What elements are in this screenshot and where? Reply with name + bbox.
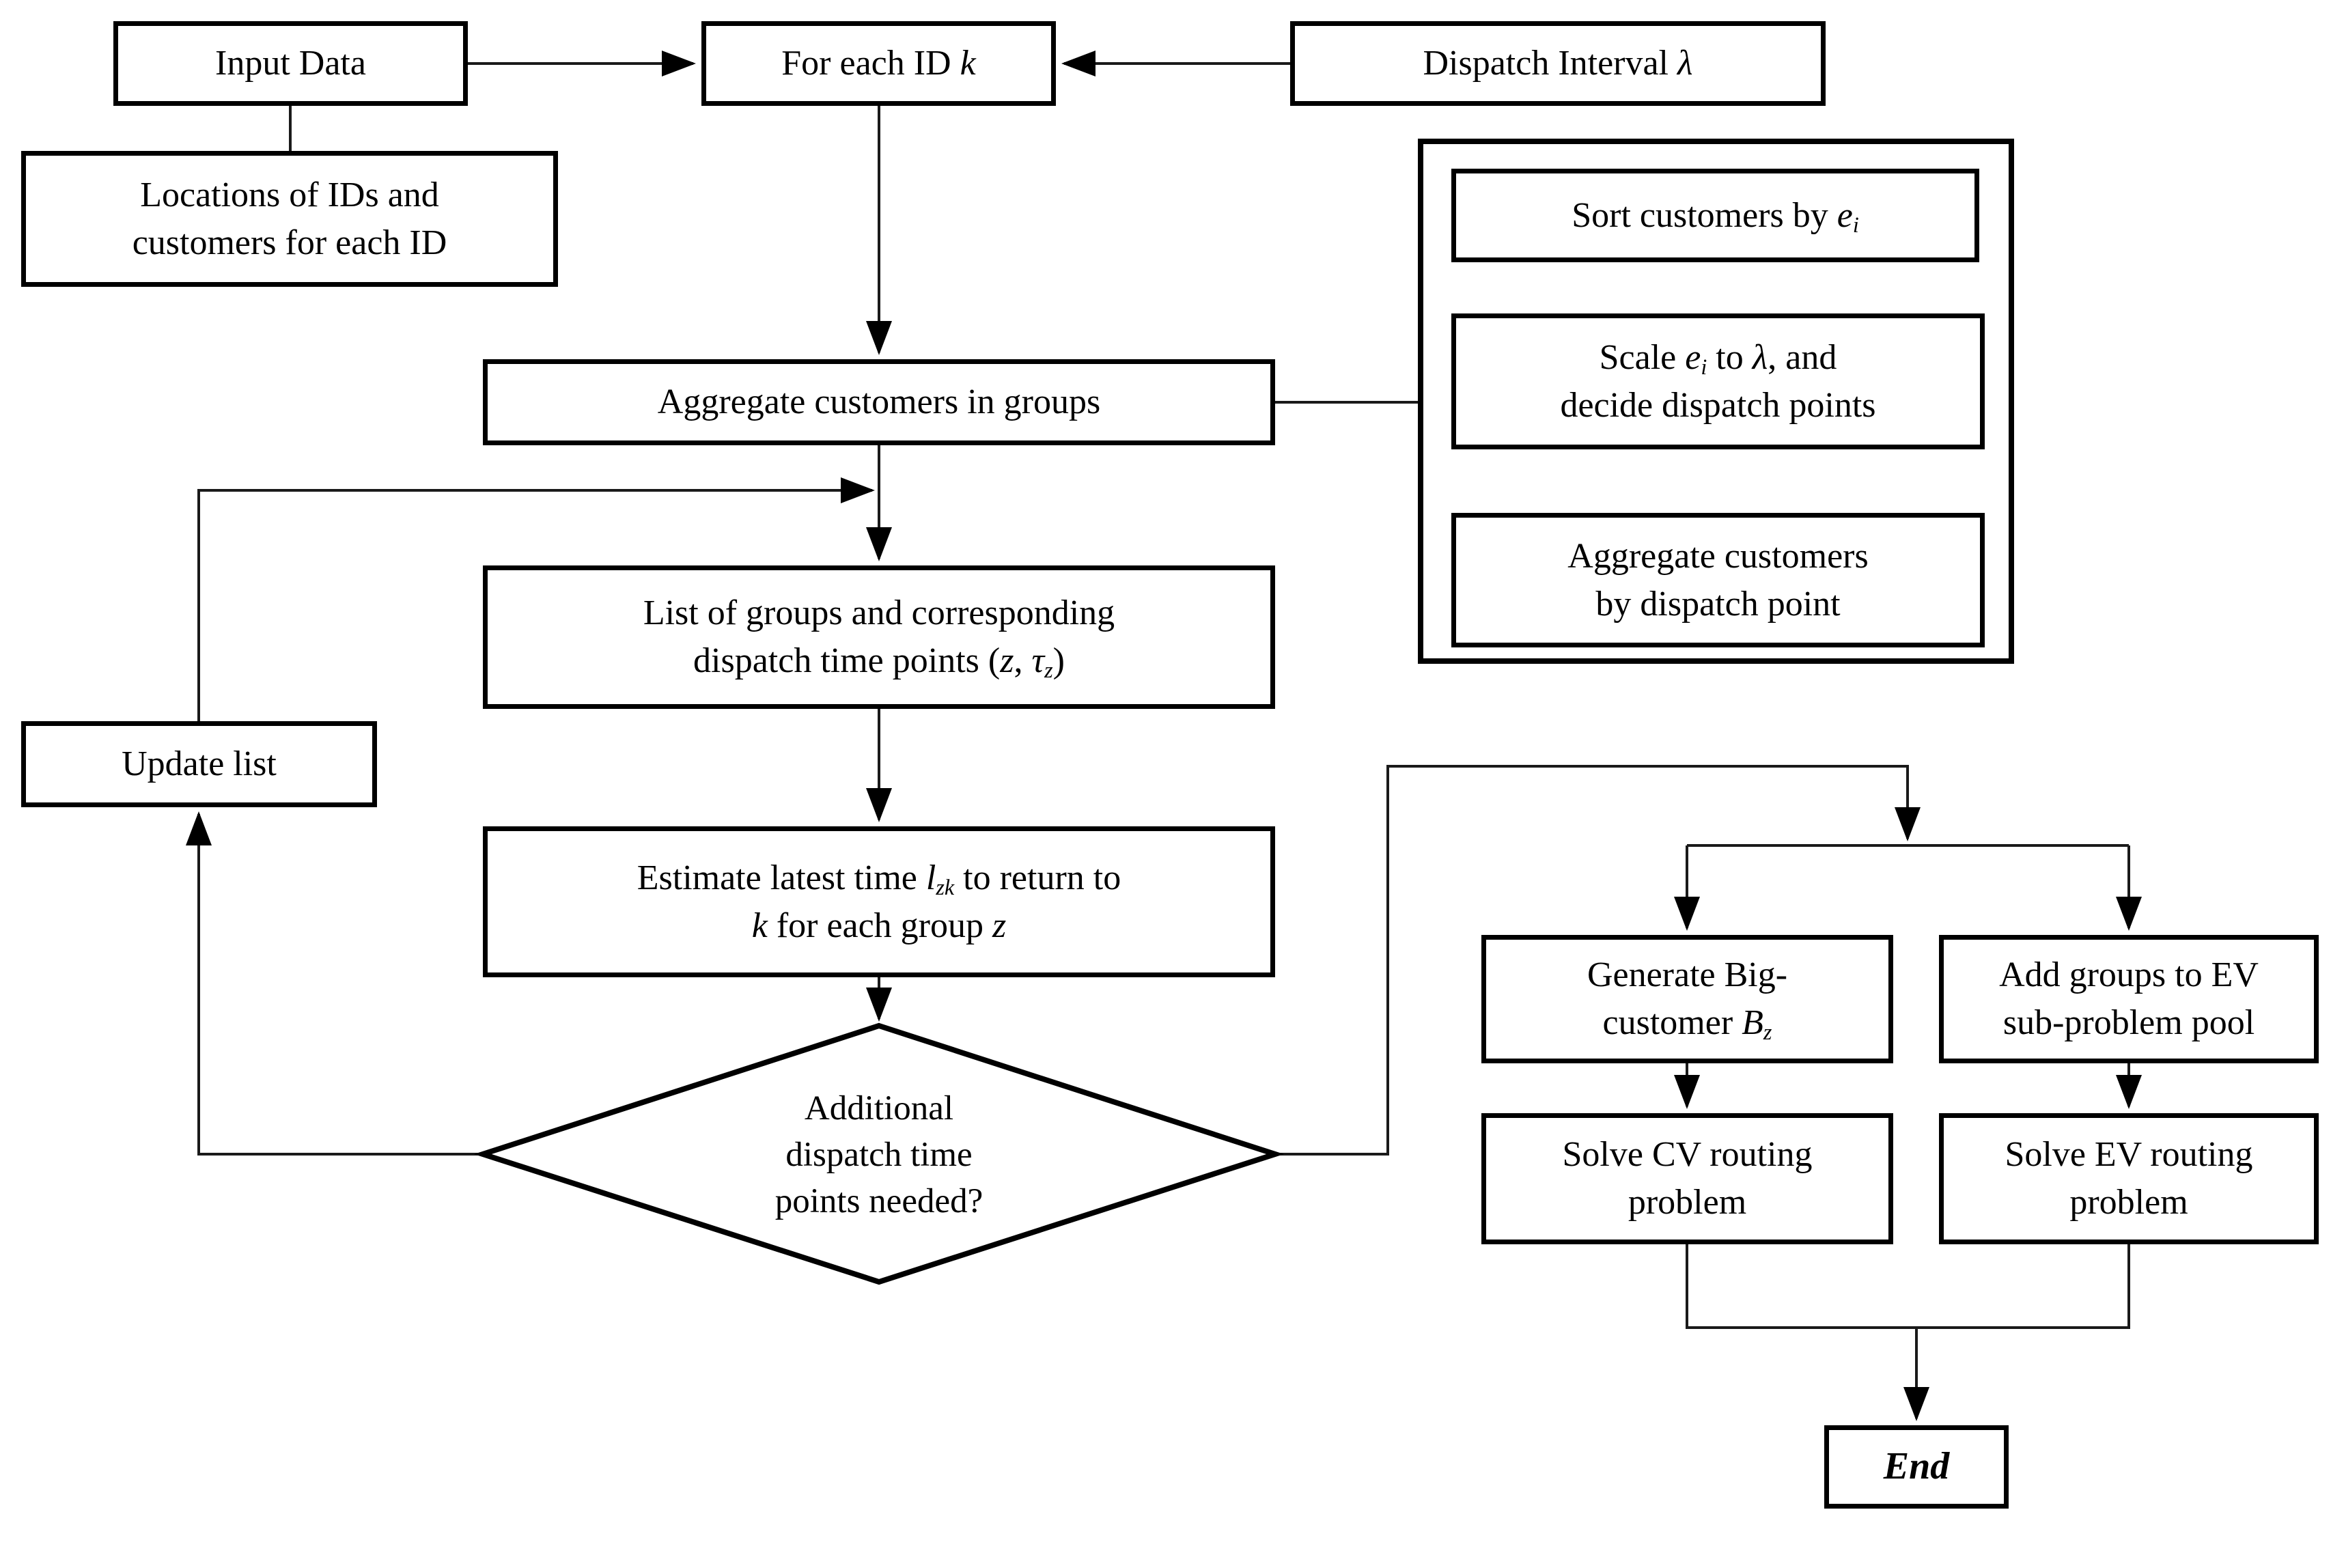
arrow-decision-to-updatelist xyxy=(186,811,483,1156)
node-dispatch-interval-text: Dispatch Interval xyxy=(1423,44,1677,83)
node-estimate-line2: k for each group z xyxy=(752,902,1007,950)
decision-line1: Additional xyxy=(804,1089,954,1128)
node-sort-customers: Sort customers by ei xyxy=(1451,169,1979,262)
arrow-updatelist-to-junction xyxy=(197,477,875,721)
node-sort-customers-sub: i xyxy=(1852,212,1859,237)
node-sort-customers-text: Sort customers by xyxy=(1572,195,1837,235)
node-generate-big-v1: B xyxy=(1742,1003,1763,1042)
node-scale-ei-p1: Scale xyxy=(1599,337,1686,377)
node-dispatch-interval-label: Dispatch Interval λ xyxy=(1423,40,1692,87)
node-add-groups-ev: Add groups to EV sub-problem pool xyxy=(1939,935,2319,1063)
node-locations: Locations of IDs and customers for each … xyxy=(21,151,558,287)
node-aggregate-by-dispatch-line2: by dispatch point xyxy=(1595,584,1841,624)
node-locations-line2: customers for each ID xyxy=(132,223,447,262)
node-generate-big-line1: Generate Big- xyxy=(1587,955,1788,995)
node-generate-big-customer: Generate Big- customer Bz xyxy=(1481,935,1893,1063)
node-sort-customers-label: Sort customers by ei xyxy=(1572,192,1859,240)
node-locations-line1: Locations of IDs and xyxy=(140,175,439,214)
node-generate-big-line2: customer Bz xyxy=(1603,999,1772,1047)
node-scale-ei-p2: to xyxy=(1707,337,1753,377)
node-sort-customers-var: e xyxy=(1837,195,1853,235)
decision-line3: points needed? xyxy=(774,1182,983,1221)
node-aggregate-groups-label: Aggregate customers in groups xyxy=(657,382,1101,422)
node-aggregate-by-dispatch: Aggregate customers by dispatch point xyxy=(1451,513,1985,647)
node-for-each-id-label: For each ID k xyxy=(781,40,975,87)
node-scale-ei: Scale ei to λ, and decide dispatch point… xyxy=(1451,313,1985,449)
node-end: End xyxy=(1824,1425,2009,1509)
node-solve-cv-line1: Solve CV routing xyxy=(1562,1135,1813,1175)
subroutine-panel: Sort customers by ei Scale ei to λ, and … xyxy=(1418,139,2014,664)
node-list-groups-p1: dispatch time points ( xyxy=(693,641,1001,680)
node-list-groups: List of groups and corresponding dispatc… xyxy=(483,565,1275,709)
node-estimate-v1: l xyxy=(925,858,936,897)
node-for-each-id-var: k xyxy=(960,44,976,83)
node-add-groups-line1: Add groups to EV xyxy=(1999,955,2259,995)
node-estimate: Estimate latest time lzk to return to k … xyxy=(483,826,1275,977)
node-input-data-label: Input Data xyxy=(215,44,366,83)
node-estimate-v3: z xyxy=(992,906,1007,945)
node-aggregate-by-dispatch-line1: Aggregate customers xyxy=(1567,536,1869,576)
node-end-label: End xyxy=(1883,1445,1950,1488)
node-scale-ei-line1: Scale ei to λ, and xyxy=(1600,334,1837,382)
node-estimate-line1: Estimate latest time lzk to return to xyxy=(637,854,1121,902)
arrow-decision-to-split xyxy=(1275,765,1921,1156)
node-scale-ei-s1: i xyxy=(1701,354,1707,379)
node-list-groups-line1: List of groups and corresponding xyxy=(643,593,1115,633)
node-scale-ei-v2: λ xyxy=(1752,337,1768,377)
node-estimate-p2: to return to xyxy=(954,858,1121,897)
node-add-groups-line2: sub-problem pool xyxy=(2002,1003,2255,1042)
node-estimate-p1: Estimate latest time xyxy=(637,858,926,897)
node-estimate-s1: zk xyxy=(936,874,955,899)
node-solve-cv: Solve CV routing problem xyxy=(1481,1113,1893,1244)
decision-line2: dispatch time xyxy=(785,1135,973,1174)
node-list-groups-v2: τ xyxy=(1031,641,1045,680)
node-for-each-id-text: For each ID xyxy=(781,44,960,83)
node-list-groups-line2: dispatch time points (z, τz) xyxy=(693,637,1065,685)
node-solve-cv-line2: problem xyxy=(1628,1183,1747,1222)
node-solve-ev-line1: Solve EV routing xyxy=(2005,1135,2253,1175)
node-list-groups-s2: z xyxy=(1044,658,1053,683)
node-input-data: Input Data xyxy=(113,21,468,106)
node-estimate-p3: for each group xyxy=(767,906,993,945)
node-update-list: Update list xyxy=(21,721,377,807)
node-scale-ei-line2: decide dispatch points xyxy=(1560,385,1876,425)
node-list-groups-p3: ) xyxy=(1052,641,1065,680)
decision-additional-dispatch: Additional dispatch time points needed? xyxy=(688,1063,1070,1247)
node-update-list-label: Update list xyxy=(122,744,277,784)
node-scale-ei-v1: e xyxy=(1685,337,1701,377)
node-generate-big-p1: customer xyxy=(1602,1003,1742,1042)
node-estimate-v2: k xyxy=(751,906,768,945)
line-solvecv-to-merge xyxy=(1686,1244,1916,1329)
node-list-groups-p2: , xyxy=(1014,641,1032,680)
node-generate-big-s1: z xyxy=(1763,1020,1772,1045)
node-solve-ev: Solve EV routing problem xyxy=(1939,1113,2319,1244)
node-scale-ei-p3: , and xyxy=(1768,337,1837,377)
node-solve-ev-line2: problem xyxy=(2069,1183,2188,1222)
node-dispatch-interval-var: λ xyxy=(1677,44,1693,83)
node-dispatch-interval: Dispatch Interval λ xyxy=(1290,21,1826,106)
line-solveev-to-merge xyxy=(1916,1244,2130,1329)
node-aggregate-groups: Aggregate customers in groups xyxy=(483,359,1275,445)
decision-diamond-shape xyxy=(473,1022,1285,1285)
node-list-groups-v1: z xyxy=(1000,641,1014,680)
node-for-each-id: For each ID k xyxy=(701,21,1056,106)
